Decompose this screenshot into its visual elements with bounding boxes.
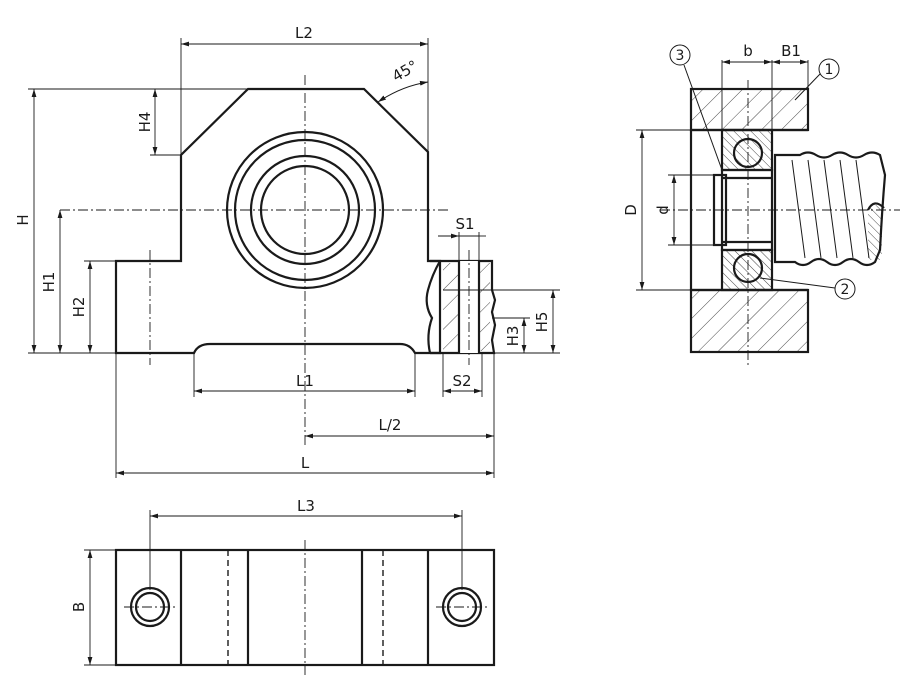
dim-H3: H3 [504,326,522,347]
dim-B: B [70,602,88,612]
dim-b: b [743,42,753,60]
dim-H1: H1 [40,272,58,293]
dim-L2: L2 [295,24,313,42]
dim-H5: H5 [533,312,551,333]
dim-H: H [14,214,32,225]
dim-L3: L3 [297,497,315,515]
dim-H4: H4 [136,112,154,133]
dim-S1: S1 [455,215,474,233]
section-view: b B1 D d 3 1 2 [622,42,900,368]
dim-H2: H2 [70,297,88,318]
callout-1: 1 [825,62,834,78]
housing-outline-front [114,87,442,355]
dim-L-half: L/2 [379,416,402,434]
dim-angle: 45° [389,57,421,86]
dim-L1: L1 [296,372,314,390]
dim-S2: S2 [452,372,471,390]
callout-2: 2 [841,282,850,298]
callout-3: 3 [676,48,685,64]
front-view: L2 45° H4 H H1 H2 S1 S2 [14,24,560,478]
dim-d: d [654,205,672,215]
top-view: L3 B [70,497,496,675]
dim-D: D [622,204,640,216]
dim-B1: B1 [781,42,801,60]
dim-L: L [301,454,310,472]
